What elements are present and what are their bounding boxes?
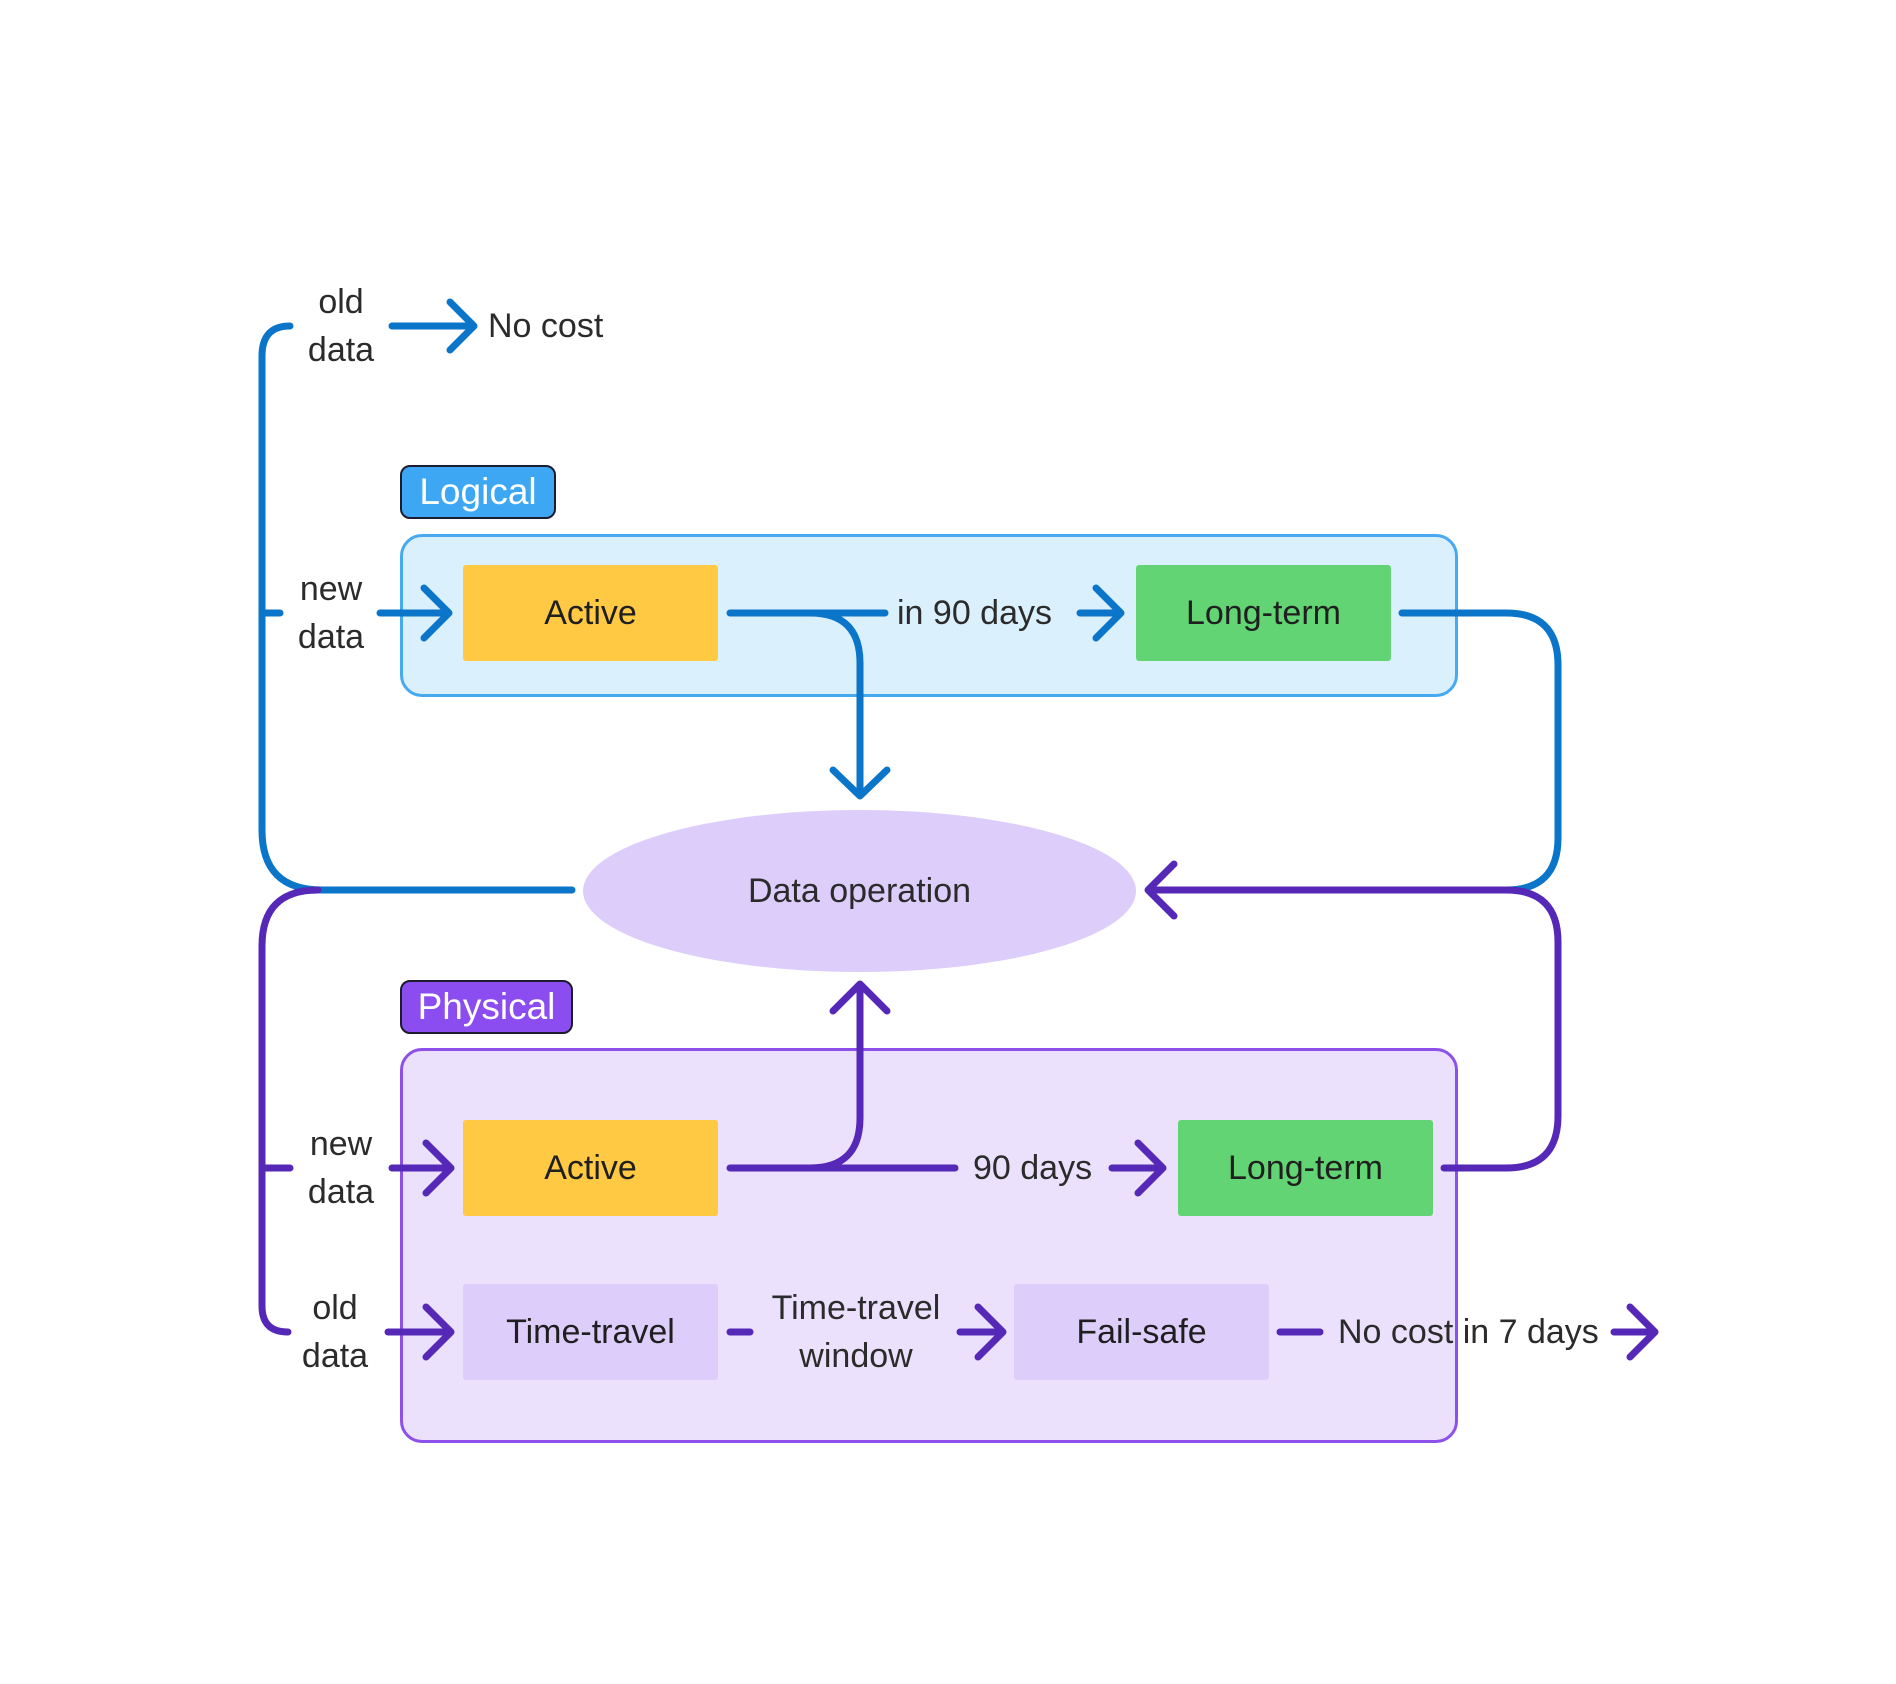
logical-longterm-loop-line: [1398, 609, 1562, 894]
logical-in-90-days-label: in 90 days: [897, 594, 1052, 632]
fail-safe-box: Fail-safe: [1014, 1284, 1269, 1380]
physical-longterm-loop-line: [1146, 886, 1562, 1172]
data-operation-ellipse: Data operation: [583, 810, 1136, 972]
logical-new-data-arrowhead: [420, 584, 453, 642]
top-old-data-label: old data: [307, 283, 375, 369]
physical-new-data-label: new data: [307, 1125, 375, 1211]
physical-active-box: Active: [463, 1120, 718, 1216]
time-travel-box: Time-travel: [463, 1284, 718, 1380]
no-cost-label: No cost: [488, 307, 604, 345]
physical-active-to-operation-line: [806, 984, 864, 1172]
logical-longterm-arrowhead: [1092, 584, 1125, 642]
logical-active-to-operation-line: [806, 609, 864, 796]
old-data-arrowhead: [422, 1303, 455, 1361]
no-cost-in-7-days-label: No cost in 7 days: [1338, 1313, 1599, 1351]
physical-operation-arrowhead: [829, 980, 891, 1015]
physical-90-days-label: 90 days: [973, 1149, 1093, 1187]
physical-new-data-arrowhead: [422, 1139, 455, 1197]
logical-operation-arrowhead: [829, 766, 891, 800]
logical-active-box: Active: [463, 565, 718, 661]
time-travel-window-label: Time-travel window: [771, 1289, 941, 1375]
physical-left-bracket-line: [258, 886, 322, 1336]
logical-badge: Logical: [400, 465, 556, 519]
no-cost-7-days-arrowhead: [1626, 1303, 1659, 1361]
no-cost-arrowhead: [446, 298, 478, 354]
physical-old-data-label: old data: [301, 1289, 369, 1375]
physical-longterm-arrowhead: [1134, 1139, 1167, 1197]
physical-long-term-box: Long-term: [1178, 1120, 1433, 1216]
physical-badge: Physical: [400, 980, 573, 1034]
fail-safe-arrowhead: [974, 1303, 1007, 1361]
logical-new-data-label: new data: [297, 570, 365, 656]
logical-left-bracket-line: [258, 322, 576, 894]
physical-operation-right-arrowhead: [1144, 860, 1178, 920]
logical-long-term-box: Long-term: [1136, 565, 1391, 661]
